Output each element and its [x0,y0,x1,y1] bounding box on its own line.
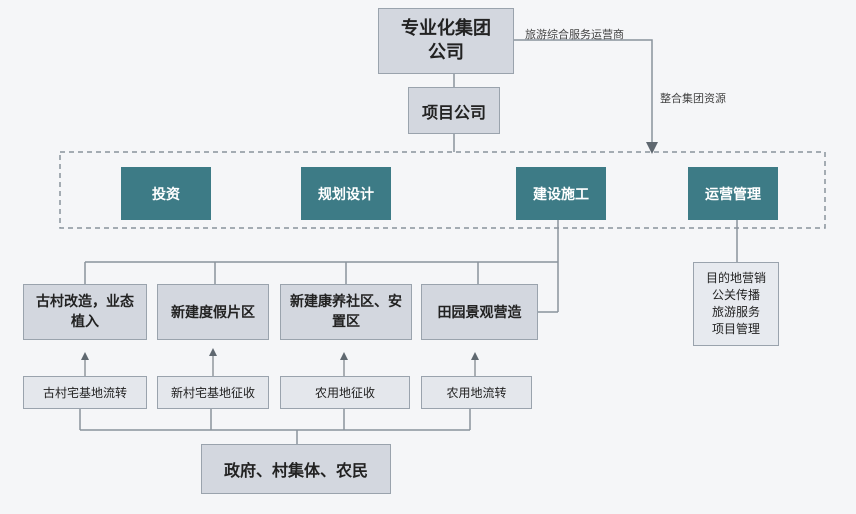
operation-items-list: 目的地营销 公关传播 旅游服务 项目管理 [693,262,779,346]
old-village-box: 古村改造，业态植入 [23,284,147,340]
project-company-box: 项目公司 [408,87,500,134]
planning-design-box: 规划设计 [301,167,391,220]
new-homestead-acquisition-box: 新村宅基地征收 [157,376,269,409]
group-company-label: 专业化集团公司 [401,18,491,63]
planning-design-label: 规划设计 [318,186,374,203]
farmland-acquisition-box: 农用地征收 [280,376,410,409]
operation-label: 运营管理 [705,186,761,203]
old-village-label: 古村改造，业态植入 [36,294,134,330]
integrate-resources-note: 整合集团资源 [660,92,726,105]
line-group-operator [514,39,658,154]
old-homestead-transfer-label: 古村宅基地流转 [42,386,127,400]
pastoral-landscape-box: 田园景观营造 [421,284,538,340]
tourism-operator-note: 旅游综合服务运营商 [525,28,624,41]
stakeholders-label: 政府、村集体、农民 [223,461,368,480]
construction-box: 建设施工 [516,167,606,220]
stakeholders-box: 政府、村集体、农民 [201,444,391,494]
group-company-box: 专业化集团公司 [378,8,514,74]
operation-box: 运营管理 [688,167,778,220]
operation-item: 旅游服务 [711,305,760,319]
pastoral-landscape-label: 田园景观营造 [437,305,522,321]
new-health-community-label: 新建康养社区、安置区 [290,294,402,330]
farmland-transfer-label: 农用地流转 [446,386,507,400]
investment-label: 投资 [152,186,180,203]
operation-item: 项目管理 [711,322,760,336]
operation-item: 目的地营销 [705,271,766,285]
farmland-acquisition-label: 农用地征收 [314,386,375,400]
farmland-transfer-box: 农用地流转 [421,376,532,409]
dashed-container [59,151,826,229]
new-homestead-acquisition-label: 新村宅基地征收 [170,386,255,400]
operation-item: 公关传播 [711,288,760,302]
new-resort-box: 新建度假片区 [157,284,269,340]
construction-label: 建设施工 [533,186,589,203]
project-company-label: 项目公司 [421,102,486,122]
old-homestead-transfer-box: 古村宅基地流转 [23,376,147,409]
new-resort-label: 新建度假片区 [171,305,255,321]
investment-box: 投资 [121,167,211,220]
new-health-community-box: 新建康养社区、安置区 [280,284,412,340]
